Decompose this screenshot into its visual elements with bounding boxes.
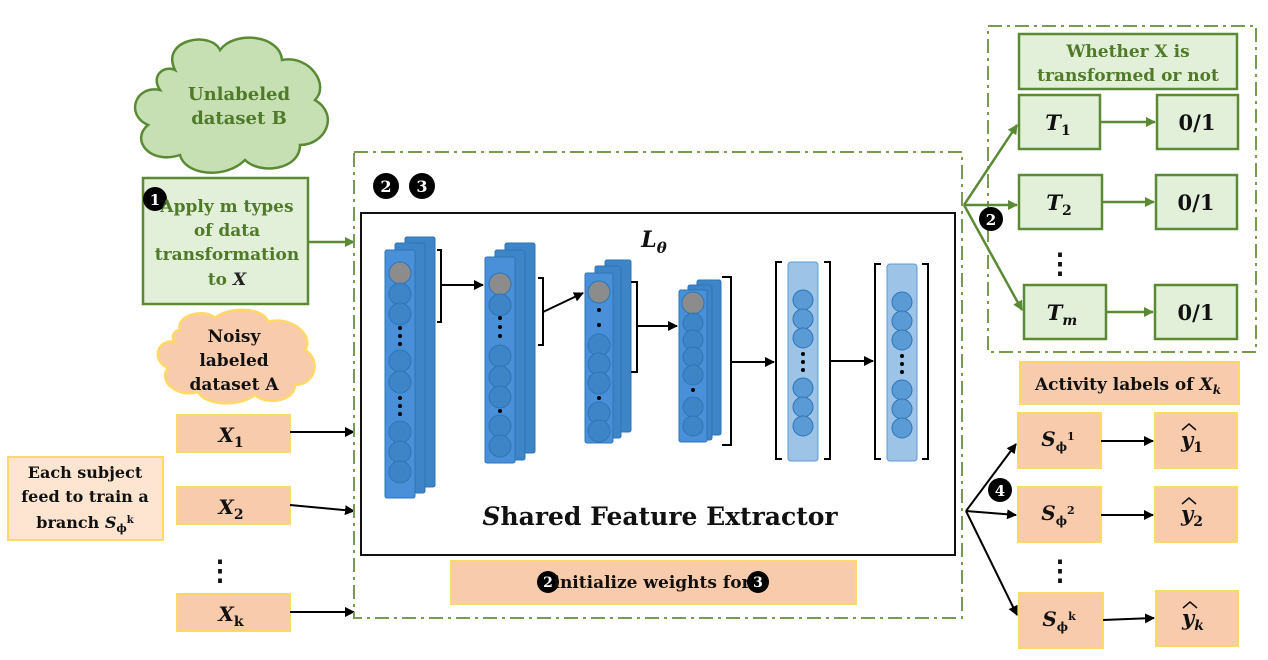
svg-text:feed to train a: feed to train a [21,487,148,506]
svg-text:y2: y2 [1180,501,1203,530]
conv-layer-1 [384,236,442,499]
svg-text:4: 4 [995,482,1005,500]
input-x1: X1 [176,414,291,453]
initialize-weights-box: 2 initialize weights for 3 [450,560,857,605]
svg-text:3: 3 [753,575,763,591]
dense-layer-1 [775,261,831,462]
input-x2: X2 [176,486,291,525]
svg-text:Xk: Xk [216,602,244,630]
extractor-region [353,151,963,619]
svg-text:2: 2 [380,177,391,196]
svg-text:X1: X1 [216,423,243,451]
input-xk: Xk [176,593,291,632]
svg-text:branch Sϕk: branch Sϕk [36,513,134,535]
conv-layer-4 [678,276,732,446]
transform-line1: Apply m types [159,197,293,217]
transform-line2: of data [194,221,260,241]
arrow-x2 [289,504,355,516]
svg-text:2: 2 [543,575,553,591]
pretext-ellipsis: ⋮ [1046,247,1074,280]
svg-text:Sϕ1: Sϕ1 [1041,427,1074,454]
extractor-markers: 2 3 [373,173,435,199]
branch-sk: Sϕk yk [1018,590,1239,649]
pretext-fan-arrows: 2 [962,124,1024,311]
svg-text:2: 2 [986,211,996,229]
svg-text:y1: y1 [1180,427,1203,456]
pretext-branch-t1: T1 0/1 [1017,93,1240,151]
svg-text:Each subject: Each subject [28,463,143,482]
pretext-branch-t2: T2 0/1 [1017,173,1239,231]
cloud-b-line1: Unlabeled [188,84,291,105]
svg-text:Sϕ2: Sϕ2 [1041,501,1074,528]
cloud-a-line2: labeled [199,351,268,371]
branch-s2: Sϕ2 y2 [1017,486,1238,543]
svg-text:0/1: 0/1 [1178,190,1215,215]
activity-labels-header: Activity labels of Xk [1019,361,1240,405]
conv-layer-2 [484,242,544,464]
svg-text:T1: T1 [1045,110,1070,139]
inputs-ellipsis: ⋮ [206,554,234,587]
transform-line3: transformation [155,245,299,265]
unlabeled-dataset-cloud: Unlabeled dataset B [133,36,329,174]
extractor-title: Shared Feature Extractor [482,502,838,531]
svg-text:yk: yk [1181,605,1204,634]
svg-text:Tm: Tm [1047,300,1077,329]
pretext-branch-tm: Tm 0/1 [1022,283,1239,341]
svg-text:0/1: 0/1 [1179,110,1216,135]
noisy-dataset-cloud: Noisy labeled dataset A [156,308,316,405]
transform-line4: to X [208,270,247,290]
branch-s1: Sϕ1 y1 [1017,412,1238,469]
downstream-fan-arrows: 4 [965,443,1018,616]
step-1-marker [143,187,167,211]
downstream-ellipsis: ⋮ [1046,554,1074,587]
step-1-marker-label: 1 [150,191,160,209]
svg-text:T2: T2 [1046,190,1071,219]
cloud-a-line3: dataset A [189,375,279,395]
dense-layer-2 [874,263,929,462]
transformation-box: 1 Apply m types of data transformation t… [141,176,310,306]
svg-text:X2: X2 [216,495,243,523]
svg-text:Sϕk: Sϕk [1042,607,1076,634]
subject-branch-box: Each subject feed to train a branch Sϕk [7,456,164,541]
shared-feature-extractor [360,212,956,556]
svg-text:Whether X is: Whether X is [1065,42,1189,62]
svg-text:3: 3 [416,177,427,196]
conv-layer-3 [584,259,638,444]
pretext-header: Whether X is transformed or not [1017,32,1239,91]
loss-label: Lθ [640,227,666,257]
svg-text:Activity labels of Xk: Activity labels of Xk [1034,375,1221,397]
cloud-a-line1: Noisy [208,327,262,347]
svg-text:0/1: 0/1 [1178,300,1215,325]
svg-text:initialize weights for: initialize weights for [553,573,751,593]
svg-text:transformed or not: transformed or not [1037,66,1219,86]
cloud-b-line2: dataset B [191,108,287,129]
